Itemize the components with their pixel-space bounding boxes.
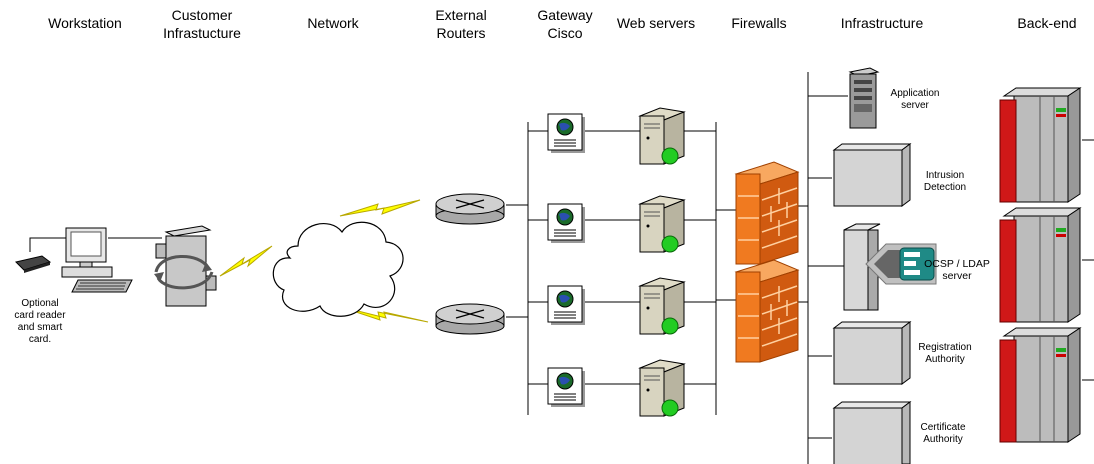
gateway-globe-icon [547, 285, 585, 325]
column-title-external-routers-line2: Routers [436, 25, 486, 41]
certificate-authority-label-line1: Certificate [920, 422, 966, 433]
registration-authority-label-line2: Authority [925, 354, 965, 365]
registration-authority-label-line1: Registration [918, 342, 972, 353]
column-title-backend: Back-end [1017, 15, 1077, 31]
web-server-icon [638, 277, 686, 335]
column-title-workstation: Workstation [48, 15, 122, 31]
backend-mainframe-icon [999, 207, 1082, 323]
firewall-icon [734, 161, 800, 265]
card-reader-icon [15, 255, 52, 273]
column-title-gateway-cisco: Gateway Cisco [537, 6, 592, 42]
backend-mainframe-icon [999, 87, 1082, 203]
column-title-gateway-line2: Cisco [547, 25, 583, 41]
ocsp-ldap-label-line2: server [942, 270, 972, 282]
application-server-label: Application server [891, 88, 940, 112]
intrusion-detection-label: Intrusion Detection [924, 170, 966, 194]
column-title-customer-infrastructure-line1: Customer [171, 7, 233, 23]
column-title-external-routers-line1: External [435, 7, 487, 23]
certificate-authority-label-line2: Authority [923, 434, 963, 445]
column-title-infrastructure: Infrastructure [840, 15, 924, 31]
backend-mainframe-icon [999, 327, 1082, 443]
intrusion-detection-box [832, 143, 912, 207]
firewall-icon [734, 259, 800, 363]
ocsp-ldap-server-icon [843, 223, 937, 311]
gateway-globe-icon [547, 203, 585, 243]
column-title-network: Network [307, 15, 359, 31]
gateway-globe-icon [547, 113, 585, 153]
column-title-gateway-line1: Gateway [537, 7, 593, 23]
network-cloud-icon [272, 221, 404, 317]
router-icon [435, 303, 505, 335]
column-title-external-routers: External Routers [435, 6, 486, 42]
intrusion-detection-label-line1: Intrusion [925, 170, 965, 181]
lightning-icon [219, 245, 273, 277]
column-title-firewalls: Firewalls [731, 15, 787, 31]
column-title-customer-infrastructure: Customer Infrastucture [163, 6, 241, 42]
workstation-note-line4: card. [28, 334, 52, 345]
certificate-authority-label: Certificate Authority [920, 422, 965, 446]
workstation-note: Optional card reader and smart card. [14, 298, 65, 346]
registration-authority-label: Registration Authority [918, 342, 971, 366]
registration-authority-box [832, 321, 912, 385]
workstation-note-line3: and smart [17, 322, 63, 333]
column-title-web-servers: Web servers [616, 15, 696, 31]
workstation-icon [61, 227, 133, 293]
lightning-icon [337, 305, 429, 323]
ocsp-ldap-label-line1: OCSP / LDAP [924, 258, 990, 270]
web-server-icon [638, 359, 686, 417]
column-title-customer-infrastructure-line2: Infrastucture [163, 25, 241, 41]
ocsp-ldap-label: OCSP / LDAP server [924, 258, 990, 282]
customer-infrastructure-icon [154, 225, 217, 307]
web-server-icon [638, 107, 686, 165]
certificate-authority-box [832, 401, 912, 464]
lightning-icon [339, 199, 421, 217]
workstation-note-line1: Optional [21, 298, 59, 309]
application-server-icon [848, 67, 880, 129]
application-server-label-line1: Application [890, 88, 940, 99]
workstation-note-line2: card reader [14, 310, 66, 321]
web-server-icon [638, 195, 686, 253]
application-server-label-line2: server [901, 100, 929, 111]
intrusion-detection-label-line2: Detection [923, 182, 967, 193]
router-icon [435, 193, 505, 225]
gateway-globe-icon [547, 367, 585, 407]
line-card-reader [29, 237, 70, 252]
